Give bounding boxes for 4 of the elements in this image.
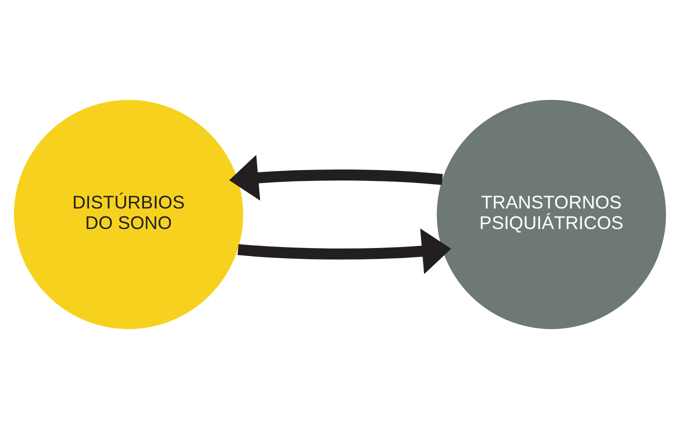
arrow bbox=[238, 228, 452, 274]
node-circle: TRANSTORNOS PSIQUIÁTRICOS bbox=[436, 100, 666, 330]
node-circle: DISTÚRBIOS DO SONO bbox=[14, 100, 244, 330]
arrow bbox=[229, 154, 443, 201]
